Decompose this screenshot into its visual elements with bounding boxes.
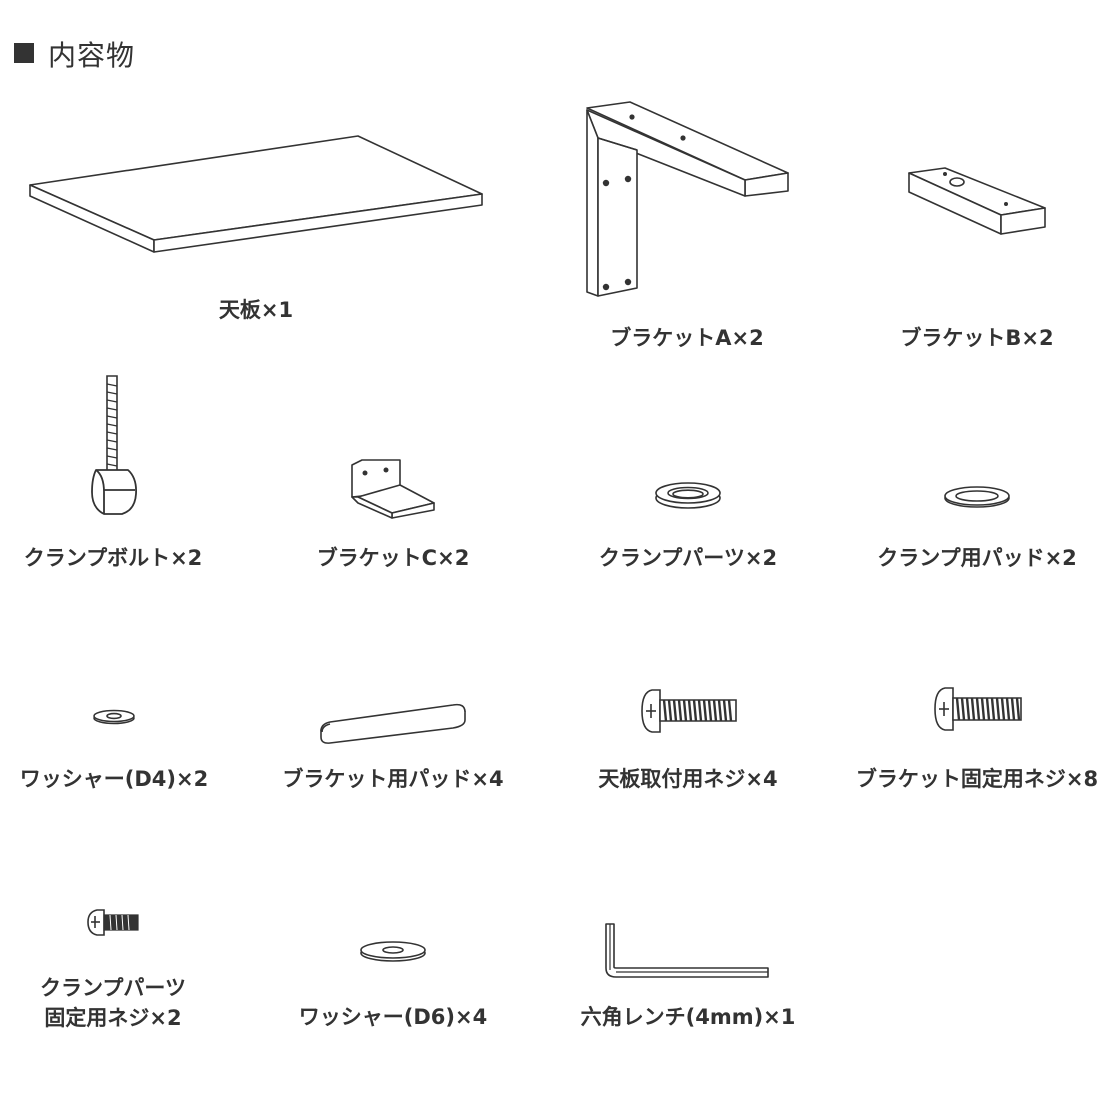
part-label: ブラケットB×2 (900, 326, 1054, 350)
part-label: クランプ用パッド×2 (877, 546, 1077, 570)
part-label: クランプパーツ 固定用ネジ×2 (40, 973, 186, 1033)
square-bullet-icon (14, 43, 34, 63)
part-label: ブラケットC×2 (316, 546, 470, 570)
part-label: 天板×1 (218, 298, 294, 322)
part-label: ブラケットA×2 (610, 326, 764, 350)
part-label-line: クランプパーツ (40, 976, 186, 1000)
part-label: ブラケット用パッド×4 (282, 767, 504, 791)
part-label: ワッシャー(D6)×4 (298, 1005, 488, 1029)
part-label: 六角レンチ(4mm)×1 (580, 1005, 796, 1029)
page-title: 内容物 (48, 39, 136, 72)
part-label: ブラケット固定用ネジ×8 (855, 767, 1099, 791)
part-label: クランプボルト×2 (23, 546, 203, 570)
part-label: 天板取付用ネジ×4 (598, 767, 778, 791)
part-label: クランプパーツ×2 (598, 546, 778, 570)
part-label-line: 固定用ネジ×2 (44, 1006, 182, 1030)
part-label: ワッシャー(D4)×2 (19, 767, 209, 791)
